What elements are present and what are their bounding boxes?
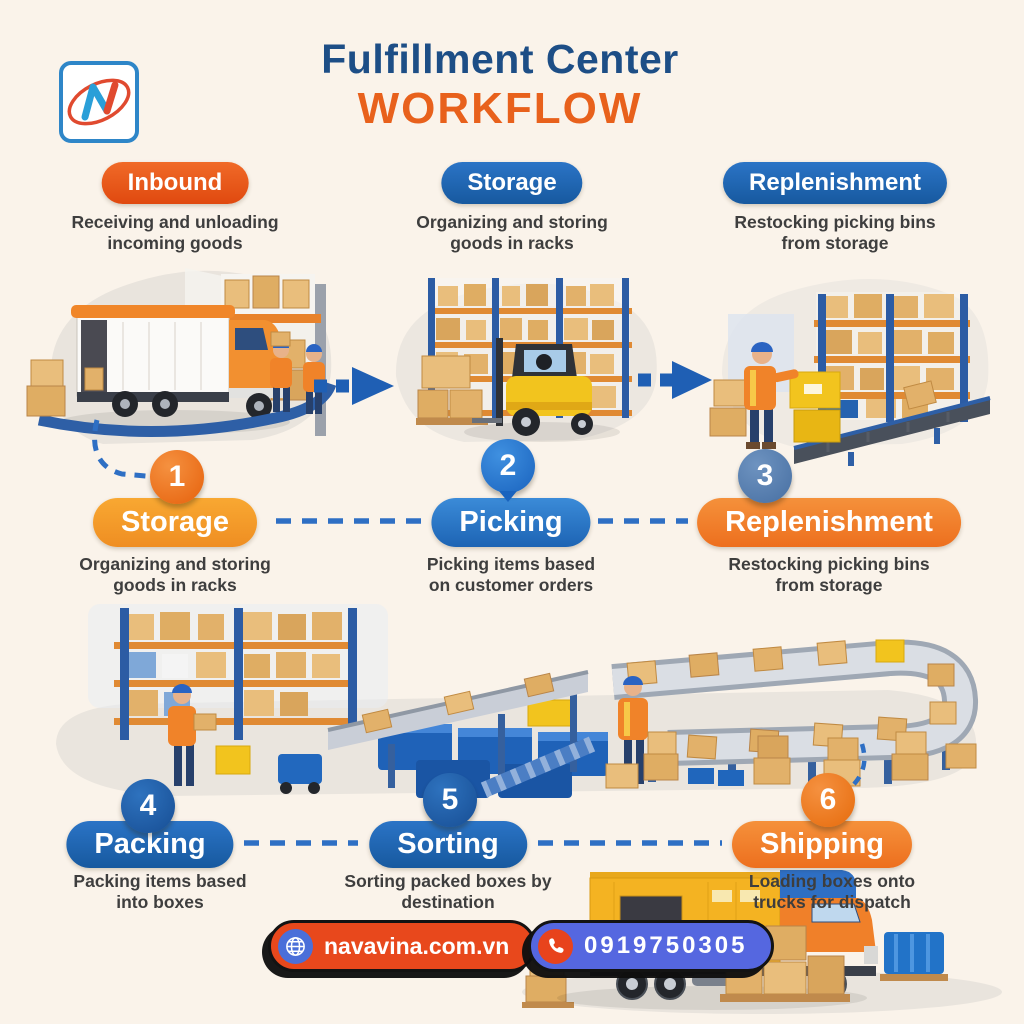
picking-cart	[215, 745, 322, 794]
yellow-crates	[709, 371, 841, 443]
step-number-6: 6	[801, 773, 855, 827]
worker-sorting	[618, 676, 648, 784]
navavina-logo	[58, 60, 140, 144]
worker-packing	[168, 684, 217, 786]
step-pill-storage-top: Storage	[441, 162, 583, 204]
feeder-conveyor	[327, 670, 589, 788]
blue-crate	[880, 932, 948, 981]
step-number-2: 2	[481, 439, 535, 493]
inbound-illustration	[25, 256, 343, 458]
navavina-n-icon	[59, 61, 139, 143]
truck	[71, 305, 287, 419]
fulfillment-floor-illustration	[28, 596, 990, 800]
page-subtitle: WORKFLOW	[357, 84, 643, 133]
step-description-picking: Picking items based on customer orders	[426, 554, 596, 595]
page-title: Fulfillment Center	[321, 36, 679, 82]
step-description-replenishment: Restocking picking bins from storage	[728, 554, 930, 595]
step-description-inbound: Receiving and unloading incoming goods	[71, 212, 279, 253]
globe-icon	[278, 928, 313, 964]
step-description-shipping: Loading boxes onto trucks for dispatch	[748, 871, 916, 912]
step-number-5: 5	[423, 773, 477, 827]
pallet-boxes	[416, 355, 488, 425]
phone-icon	[538, 928, 573, 964]
step-description-replenishment-top: Restocking picking bins from storage	[734, 212, 936, 253]
step-pill-inbound: Inbound	[101, 162, 249, 204]
website-url[interactable]: navavina.com.vn	[324, 932, 510, 959]
step-description-storage-top: Organizing and storing goods in racks	[416, 212, 608, 253]
step-pill-replenishment-top: Replenishment	[722, 162, 948, 204]
step-number-3: 3	[738, 449, 792, 503]
step-number-4: 4	[121, 779, 175, 833]
step-description-sorting: Sorting packed boxes by destination	[344, 871, 552, 912]
step-pill-sorting: Sorting	[369, 821, 527, 868]
step-description-packing: Packing items based into boxes	[73, 871, 247, 912]
website-badge[interactable]: navavina.com.vn	[268, 920, 537, 972]
phone-badge[interactable]: 0919750305	[528, 920, 775, 972]
replenishment-illustration	[698, 256, 995, 471]
boxes-ground	[26, 359, 66, 417]
worker-restocking	[744, 342, 799, 449]
step-number-1: 1	[150, 450, 204, 504]
step-description-storage: Organizing and storing goods in racks	[79, 554, 271, 595]
conveyor-out	[793, 380, 991, 466]
step-pill-storage: Storage	[93, 498, 257, 547]
step-pill-replenishment: Replenishment	[697, 498, 961, 547]
forklift	[472, 338, 593, 436]
step-pill-picking: Picking	[431, 498, 591, 547]
phone-number[interactable]: 0919750305	[584, 932, 748, 959]
packing-shelf	[114, 608, 357, 740]
worker-lifting	[270, 331, 292, 412]
storage-illustration	[376, 260, 664, 458]
step-pill-shipping: Shipping	[731, 821, 913, 868]
